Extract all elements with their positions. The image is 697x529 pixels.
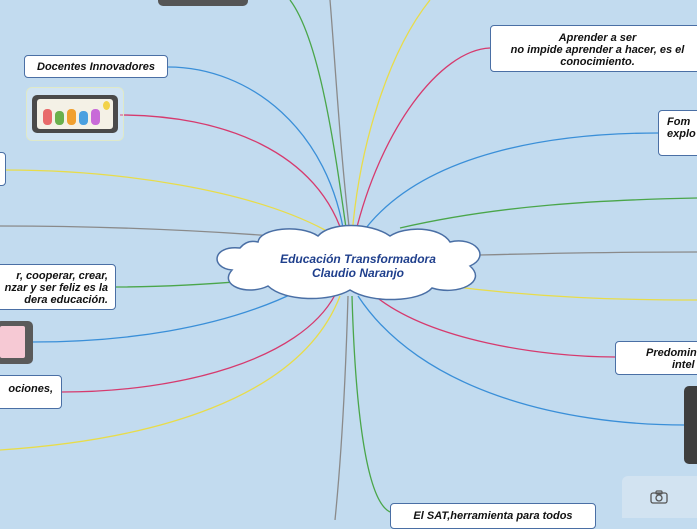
central-topic-line1: Educación Transformadora <box>280 252 436 266</box>
children-illustration-image <box>32 95 118 133</box>
branch-to-top-green <box>289 0 348 236</box>
branch-to-right-image <box>357 295 686 426</box>
topic-fom-line2: explo <box>667 128 696 140</box>
topic-emociones-label: ociones, <box>8 383 53 395</box>
topic-predomin-line1: Predomin <box>646 347 697 359</box>
branch-to-bottom-left-yellow <box>0 295 341 451</box>
branch-to-sat <box>351 295 391 513</box>
central-topic-cloud[interactable] <box>216 224 481 301</box>
branch-to-top-yellow <box>351 0 431 236</box>
topic-el-sat[interactable]: El SAT,herramienta para todos <box>390 503 596 529</box>
docentes-image-frame[interactable] <box>26 87 124 141</box>
topic-cooperar-line2: nzar y ser feliz es la <box>4 282 108 294</box>
branch-to-fom <box>359 132 659 237</box>
topic-emociones[interactable]: ociones, <box>0 375 62 409</box>
topic-aprender-line1: Aprender a ser <box>558 32 637 44</box>
top-image-node[interactable] <box>158 0 248 6</box>
branch-to-right-yellow <box>439 284 697 301</box>
topic-cooperar-crear[interactable]: r, cooperar, crear, nzar y ser feliz es … <box>0 264 116 310</box>
central-topic-title[interactable]: Educación Transformadora Claudio Naranjo <box>248 252 468 280</box>
topic-aprender-a-ser[interactable]: Aprender a ser no impide aprender a hace… <box>490 25 697 72</box>
topic-aprender-line2: no impide aprender a hacer, es el <box>510 44 685 56</box>
topic-fom-line1: Fom <box>667 116 691 128</box>
topic-predomin[interactable]: Predomin intel <box>615 341 697 375</box>
branch-to-bottom-gray <box>334 295 349 520</box>
topic-predomin-line2: intel <box>672 359 695 371</box>
branch-to-docentes-image <box>119 114 346 243</box>
branch-to-emociones <box>61 294 336 393</box>
branch-to-predomin <box>374 295 616 358</box>
branch-to-docentes <box>167 66 346 241</box>
topic-fom[interactable]: Fom explo <box>658 110 697 156</box>
topic-docentes-label: Docentes Innovadores <box>37 61 155 73</box>
topic-aprender-line3: conocimiento. <box>560 56 635 68</box>
topic-sat-label: El SAT,herramienta para todos <box>413 510 573 522</box>
branch-to-left-yellow <box>4 169 326 231</box>
topic-left-partial-top[interactable] <box>0 152 6 186</box>
snapshot-button[interactable] <box>622 476 697 518</box>
branch-to-left-image <box>31 289 301 343</box>
branch-to-aprender <box>354 47 491 236</box>
topic-docentes-innovadores[interactable]: Docentes Innovadores <box>24 55 168 78</box>
topic-cooperar-line3: dera educación. <box>24 294 108 306</box>
branch-to-right-gray <box>479 251 697 256</box>
branch-to-left-gray <box>0 225 301 239</box>
branch-to-right-green <box>399 197 697 229</box>
central-topic-line2: Claudio Naranjo <box>311 266 404 280</box>
left-image-node[interactable] <box>0 321 33 364</box>
branch-to-top-gray <box>329 0 351 236</box>
camera-icon <box>650 490 668 504</box>
topic-cooperar-line1: r, cooperar, crear, <box>16 270 108 282</box>
right-image-node[interactable] <box>684 386 697 464</box>
left-pink-image <box>0 326 25 358</box>
